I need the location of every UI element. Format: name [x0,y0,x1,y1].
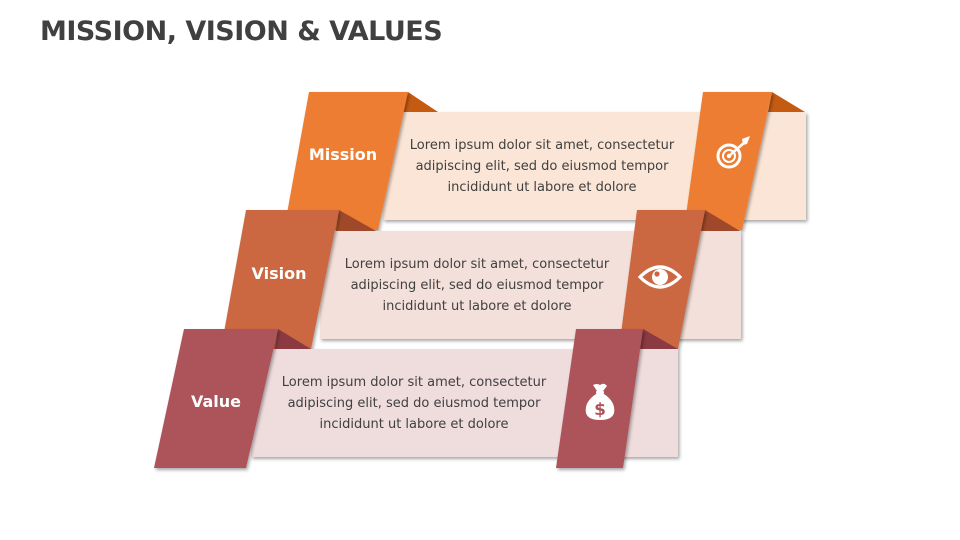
vision-left-fold [336,210,376,231]
value-right-fold [639,329,678,349]
mission-right-fold [768,92,805,112]
page-title: MISSION, VISION & VALUES [40,16,443,47]
eye-icon [638,265,682,289]
mission-left-fold [400,92,438,112]
value-label: Value [190,392,242,411]
vision-right-fold [701,210,740,231]
mission-left-tab [284,92,408,230]
value-description: Lorem ipsum dolor sit amet, consectetur … [281,375,547,432]
vision-left-tab [221,210,339,349]
vision-row [221,210,741,349]
value-left-tab [154,329,278,468]
target-icon [716,136,750,169]
value-left-fold [275,329,311,349]
vision-description: Lorem ipsum dolor sit amet, consectetur … [344,257,610,314]
svg-text:$: $ [594,400,606,420]
vision-label: Vision [251,264,307,283]
money-bag-icon: $ [585,383,615,420]
mission-description: Lorem ipsum dolor sit amet, consectetur … [409,138,675,195]
mission-label: Mission [308,145,378,164]
